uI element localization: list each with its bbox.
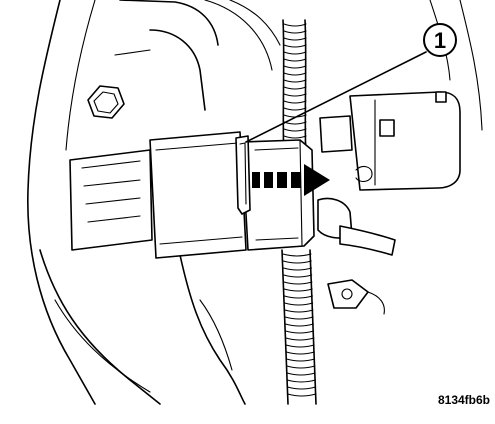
callout-leader-line — [245, 51, 427, 143]
conduit-rib — [283, 86, 307, 90]
conduit-rib — [283, 295, 313, 299]
conduit-rib — [287, 393, 317, 397]
conduit-rib — [282, 260, 312, 264]
conduit-rib — [282, 267, 313, 271]
connector-locking-tab — [235, 135, 251, 215]
callout-1: 1 — [245, 23, 457, 143]
right-side-components — [317, 0, 483, 315]
conduit-rib — [284, 302, 314, 306]
conduit-rib — [284, 309, 314, 313]
conduit-rib — [285, 330, 315, 334]
conduit-rib — [286, 372, 316, 376]
electrical-connector — [69, 131, 315, 259]
conduit-rib — [284, 316, 314, 320]
dashed-arrow-right-icon — [252, 164, 330, 196]
figure-code: 8134fb6b — [438, 393, 490, 407]
conduit-rib — [285, 337, 315, 341]
conduit-rib — [283, 58, 307, 62]
conduit-rib — [283, 37, 307, 41]
conduit-rib — [285, 344, 315, 348]
conduit-rib — [283, 65, 307, 69]
conduit-rib — [283, 135, 307, 139]
conduit-rib — [283, 51, 307, 55]
conduit-rib — [283, 23, 307, 27]
conduit-rib — [283, 44, 307, 48]
conduit-rib — [283, 93, 307, 97]
callout-number: 1 — [434, 28, 446, 53]
conduit-rib — [283, 121, 307, 125]
conduit-rib — [283, 274, 313, 278]
hex-bolt — [87, 85, 125, 119]
conduit-rib — [283, 30, 307, 34]
conduit-rib — [285, 351, 315, 355]
conduit-rib — [283, 72, 307, 76]
conduit-rib — [286, 358, 316, 362]
conduit-rib — [283, 79, 307, 83]
engine-housing — [27, 0, 281, 405]
conduit-rib — [286, 379, 316, 383]
conduit-rib — [282, 253, 312, 257]
conduit-rib — [283, 100, 307, 104]
conduit-rib — [286, 365, 316, 369]
conduit-rib — [283, 128, 307, 132]
conduit-rib — [287, 386, 317, 390]
conduit-rib — [283, 288, 313, 292]
conduit-rib — [283, 281, 313, 285]
conduit-rib — [284, 323, 314, 327]
conduit-rib — [283, 107, 307, 111]
callout-circle — [423, 23, 457, 57]
